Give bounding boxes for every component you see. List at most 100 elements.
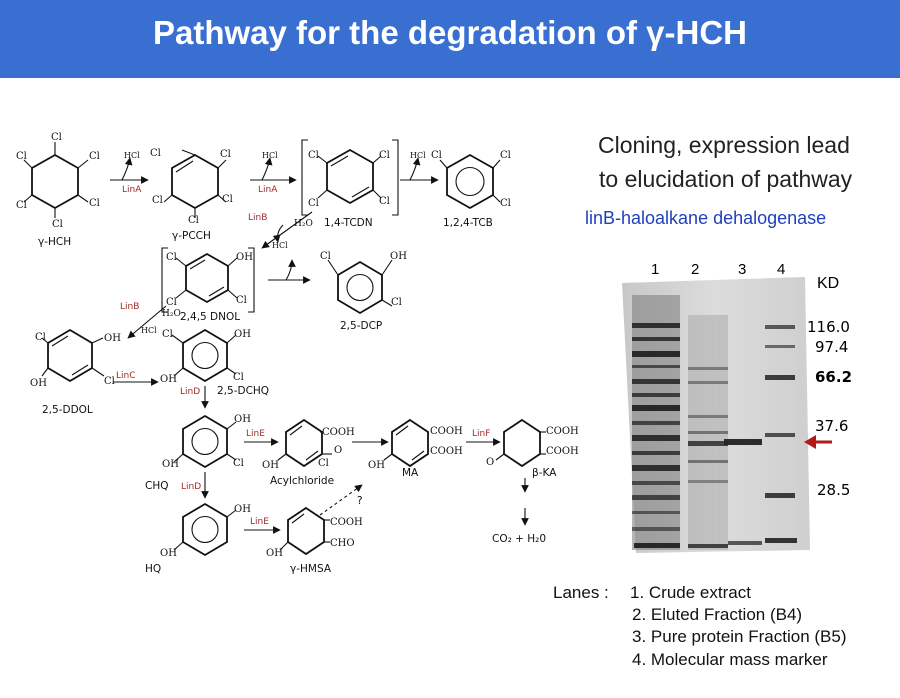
hmsa-cooh: COOH (330, 517, 363, 528)
tcb-cl-3: Cl (500, 198, 511, 209)
lanes-item-1: 1. Crude extract (630, 583, 751, 602)
lanes-item-3: 3. Pure protein Fraction (B5) (632, 627, 847, 646)
ma-cooh-1: COOH (430, 426, 463, 437)
pcch-cl-1: Cl (150, 148, 161, 159)
ddol-cl-2: Cl (104, 376, 115, 387)
byproduct-hcl-1: HCl (124, 151, 140, 160)
enzyme-lina-1: LinA (122, 185, 142, 195)
gel-lane-3-band (724, 439, 762, 445)
gel-red-arrow-head (804, 435, 816, 449)
enzyme-linb-2: LinB (120, 302, 139, 312)
hq-oh-2: OH (160, 548, 177, 559)
lanes-item-4: 4. Molecular mass marker (632, 650, 828, 669)
lanes-prefix: Lanes : (553, 583, 609, 602)
gel-lane-3-front (728, 541, 762, 545)
tcdn-cl-3: Cl (379, 196, 390, 207)
pcch-structure: Cl Cl Cl Cl Cl (150, 148, 233, 226)
ma-oh: OH (368, 460, 385, 471)
gel-lane-1-bands (632, 323, 680, 548)
acyl-cl: Cl (318, 458, 329, 469)
marker-66: 66.2 (815, 368, 853, 386)
arrow-dnol-ddol (127, 305, 167, 339)
pcch-cl-4: Cl (188, 215, 199, 226)
lane-number-3: 3 (738, 261, 747, 278)
hq-oh-1: OH (234, 504, 251, 515)
acyl-cooh: COOH (322, 427, 355, 438)
gel-lane-4-bands (765, 325, 797, 543)
slide-title: Pathway for the degradation of γ-HCH (152, 14, 748, 51)
tcb-structure: Cl Cl Cl (431, 150, 511, 210)
hch-cl-4: Cl (52, 219, 63, 230)
byproduct-hcl-5: HCl (141, 326, 157, 335)
bka-cooh-2: COOH (546, 446, 579, 457)
dnol-cl-3: Cl (166, 297, 177, 308)
tcdn-cl-1: Cl (308, 150, 319, 161)
dnol-cl-2: Cl (236, 295, 247, 306)
title-bar (0, 0, 900, 78)
chq-structure: OH Cl OH (162, 414, 251, 470)
gel-lane-2-bands (688, 367, 728, 548)
arrow-hmsa-ma-dashed (319, 484, 363, 516)
tcdn-cl-4: Cl (308, 198, 319, 209)
label-tcdn: 1,4-TCDN (324, 217, 373, 229)
enzyme-lind-2: LinD (181, 482, 201, 492)
hch-cl-3: Cl (89, 198, 100, 209)
gel-unit-kd: KD (817, 275, 840, 292)
label-dnol: 2,4,5 DNOL (180, 311, 240, 323)
enzyme-linb-1: LinB (248, 213, 267, 223)
enzyme-line-2: LinE (250, 517, 269, 527)
hmsa-oh: OH (266, 548, 283, 559)
hch-cl-1: Cl (51, 132, 62, 143)
label-chq: CHQ (145, 480, 169, 492)
ddol-oh-2: OH (30, 378, 47, 389)
lane-number-1: 1 (651, 261, 660, 278)
right-line-2: to elucidation of pathway (599, 166, 853, 192)
lanes-item-2: 2. Eluted Fraction (B4) (632, 605, 803, 624)
hch-cl-6: Cl (16, 151, 27, 162)
label-tcb: 1,2,4-TCB (443, 217, 493, 229)
dchq-oh-2: OH (160, 374, 177, 385)
hch-cl-5: Cl (16, 200, 27, 211)
dnol-structure: Cl OH Cl Cl (161, 247, 255, 313)
chq-oh-1: OH (234, 414, 251, 425)
dcp-cl-2: Cl (391, 297, 402, 308)
pcch-cl-3: Cl (222, 194, 233, 205)
label-bka: β-KA (532, 467, 557, 479)
dcp-structure: Cl OH Cl (320, 251, 407, 315)
enzyme-line-1: LinE (246, 429, 265, 439)
ma-cooh-2: COOH (430, 446, 463, 457)
ma-structure: COOH COOH OH (368, 418, 463, 471)
arrow-tcdn-dnol (261, 211, 313, 249)
label-ddol: 2,5-DDOL (42, 404, 93, 416)
marker-28: 28.5 (817, 481, 851, 499)
marker-97: 97.4 (815, 338, 849, 356)
dcp-oh: OH (390, 251, 407, 262)
label-hch: γ-HCH (38, 236, 71, 248)
dchq-cl-1: Cl (162, 329, 173, 340)
dchq-cl-2: Cl (233, 372, 244, 383)
marker-37: 37.6 (815, 417, 849, 435)
dnol-oh: OH (236, 252, 253, 263)
enzyme-lind-1: LinD (180, 387, 200, 397)
acylchloride-structure: COOH O Cl OH (262, 418, 355, 471)
tcb-cl-2: Cl (500, 150, 511, 161)
byproduct-hcl-2: HCl (262, 151, 278, 160)
lane-number-4: 4 (777, 261, 786, 278)
label-question: ? (357, 495, 363, 507)
byproduct-hcl-3: HCl (410, 151, 426, 160)
hch-structure: Cl Cl Cl Cl Cl Cl (16, 132, 100, 230)
bka-structure: COOH COOH O (486, 418, 579, 468)
tcdn-cl-2: Cl (379, 150, 390, 161)
acyl-oh: OH (262, 460, 279, 471)
ddol-structure: Cl OH Cl OH (30, 328, 121, 389)
right-line-1: Cloning, expression lead (598, 132, 850, 158)
pathway-diagram: Cl Cl Cl Cl Cl Cl γ-HCH HCl LinA Cl Cl C… (16, 132, 579, 575)
enzyme-lina-2: LinA (258, 185, 278, 195)
label-ma: MA (402, 467, 419, 479)
lane-number-2: 2 (691, 261, 700, 278)
dchq-oh-1: OH (234, 329, 251, 340)
acyl-o: O (334, 445, 342, 456)
chq-oh-2: OH (162, 459, 179, 470)
chq-cl: Cl (233, 458, 244, 469)
label-hmsa: γ-HMSA (290, 563, 332, 575)
